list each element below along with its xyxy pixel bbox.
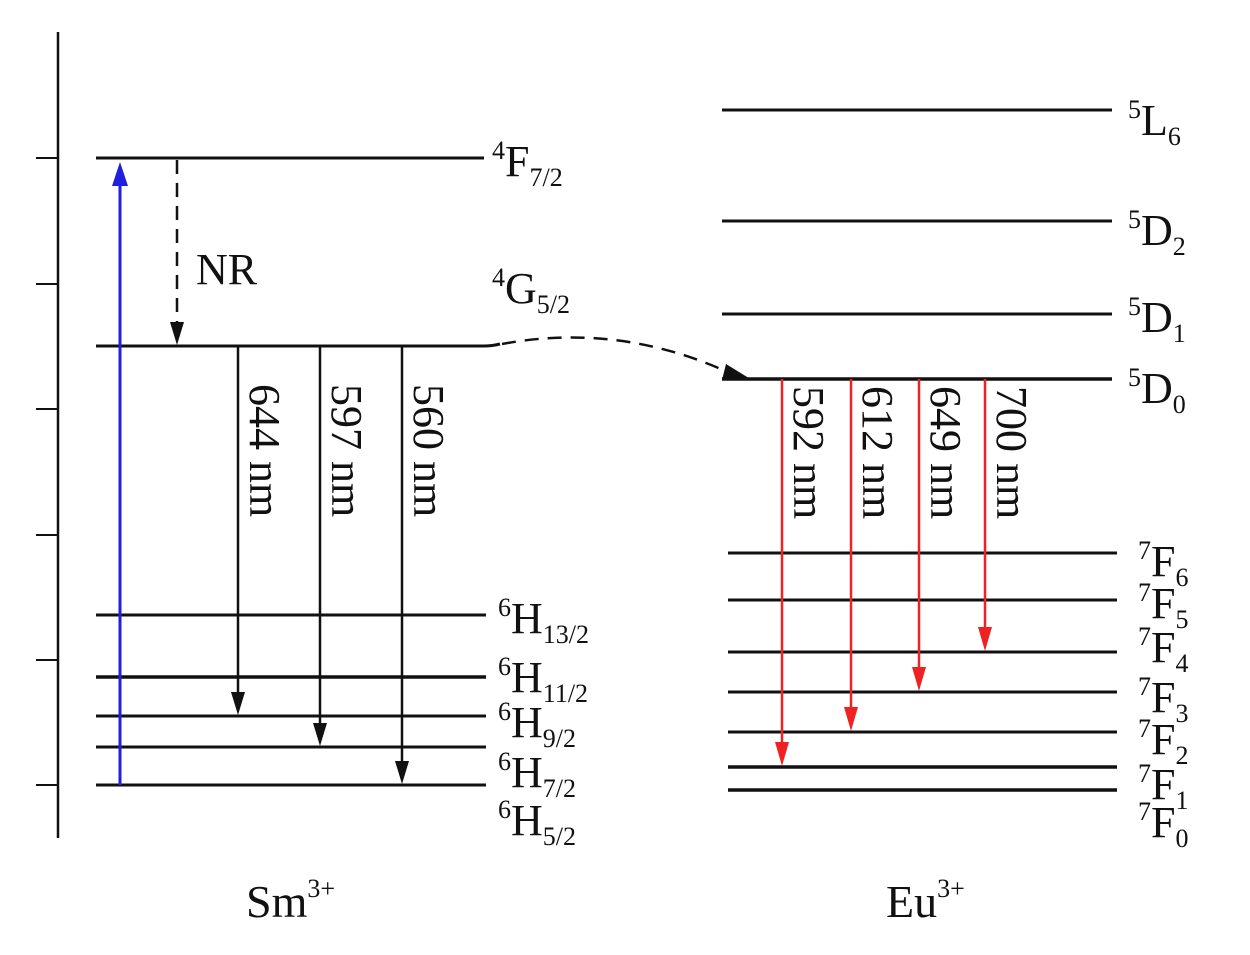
eu-level-label: 7F4	[1138, 622, 1188, 678]
nr-label: NR	[196, 245, 258, 294]
sm-level-label: 6H9/2	[498, 697, 576, 753]
eu-level-label: 7F5	[1138, 578, 1188, 634]
sm-level-labels: 4F7/2 4G5/2 6H13/2 6H11/2 6H9/2 6H7/2 6H…	[492, 136, 589, 851]
sm-emission-label: 644 nm	[240, 384, 289, 517]
sm-level-label: 4F7/2	[492, 136, 563, 192]
eu-emissions: 592 nm 612 nm 649 nm 700 nm	[775, 379, 1036, 766]
eu-level-label: 7F1	[1138, 759, 1188, 815]
sm-level-label: 6H11/2	[498, 652, 588, 708]
sm-level-label: 4G5/2	[492, 263, 570, 319]
eu-level-label: 7F3	[1138, 672, 1188, 728]
eu-level-label: 5D2	[1128, 205, 1186, 261]
eu-emission-label: 612 nm	[853, 386, 902, 519]
sm-level-label: 6H7/2	[498, 747, 576, 803]
nr-relaxation: NR	[170, 160, 258, 345]
eu-emission-label: 649 nm	[921, 386, 970, 519]
sm-emission-arrowhead	[313, 723, 327, 746]
eu-emission-label: 592 nm	[784, 386, 833, 519]
sm-emission-label: 560 nm	[404, 384, 453, 517]
eu-level-label: 5D1	[1128, 292, 1186, 348]
eu-level-label: 5L6	[1128, 95, 1181, 151]
energy-axis	[36, 32, 60, 838]
sm-emission-label: 597 nm	[322, 384, 371, 517]
excitation-arrowhead	[112, 162, 128, 186]
sm-ion-label: Sm3+	[246, 874, 335, 927]
eu-level-label: 5D0	[1128, 363, 1186, 419]
sm-level-label: 6H13/2	[498, 593, 589, 649]
eu-level-label: 7F2	[1138, 714, 1188, 770]
energy-transfer-arrowhead	[722, 364, 752, 380]
energy-transfer	[501, 336, 752, 380]
eu-level-label: 7F6	[1138, 536, 1188, 592]
eu-ion-label: Eu3+	[886, 874, 965, 927]
sm-level-label: 6H5/2	[498, 795, 576, 851]
eu-emission-arrowhead	[912, 667, 926, 691]
nr-arrowhead	[170, 322, 184, 345]
sm-level-4G5/2	[96, 342, 501, 348]
sm-levels	[96, 156, 501, 787]
sm-emissions: 644 nm 597 nm 560 nm	[231, 346, 453, 784]
eu-emission-label: 700 nm	[987, 386, 1036, 519]
eu-levels	[722, 108, 1117, 792]
energy-transfer-curve	[501, 336, 733, 376]
sm-emission-arrowhead	[395, 761, 409, 784]
sm-excitation	[112, 162, 128, 785]
sm-emission-arrowhead	[231, 692, 245, 715]
eu-emission-arrowhead	[978, 627, 992, 651]
eu-emission-arrowhead	[775, 742, 789, 766]
eu-level-labels: 5L6 5D2 5D1 5D0 7F6 7F5 7F4 7F3 7F2 7F1 …	[1128, 95, 1188, 853]
eu-level-label: 7F0	[1138, 797, 1188, 853]
eu-emission-arrowhead	[844, 707, 858, 731]
